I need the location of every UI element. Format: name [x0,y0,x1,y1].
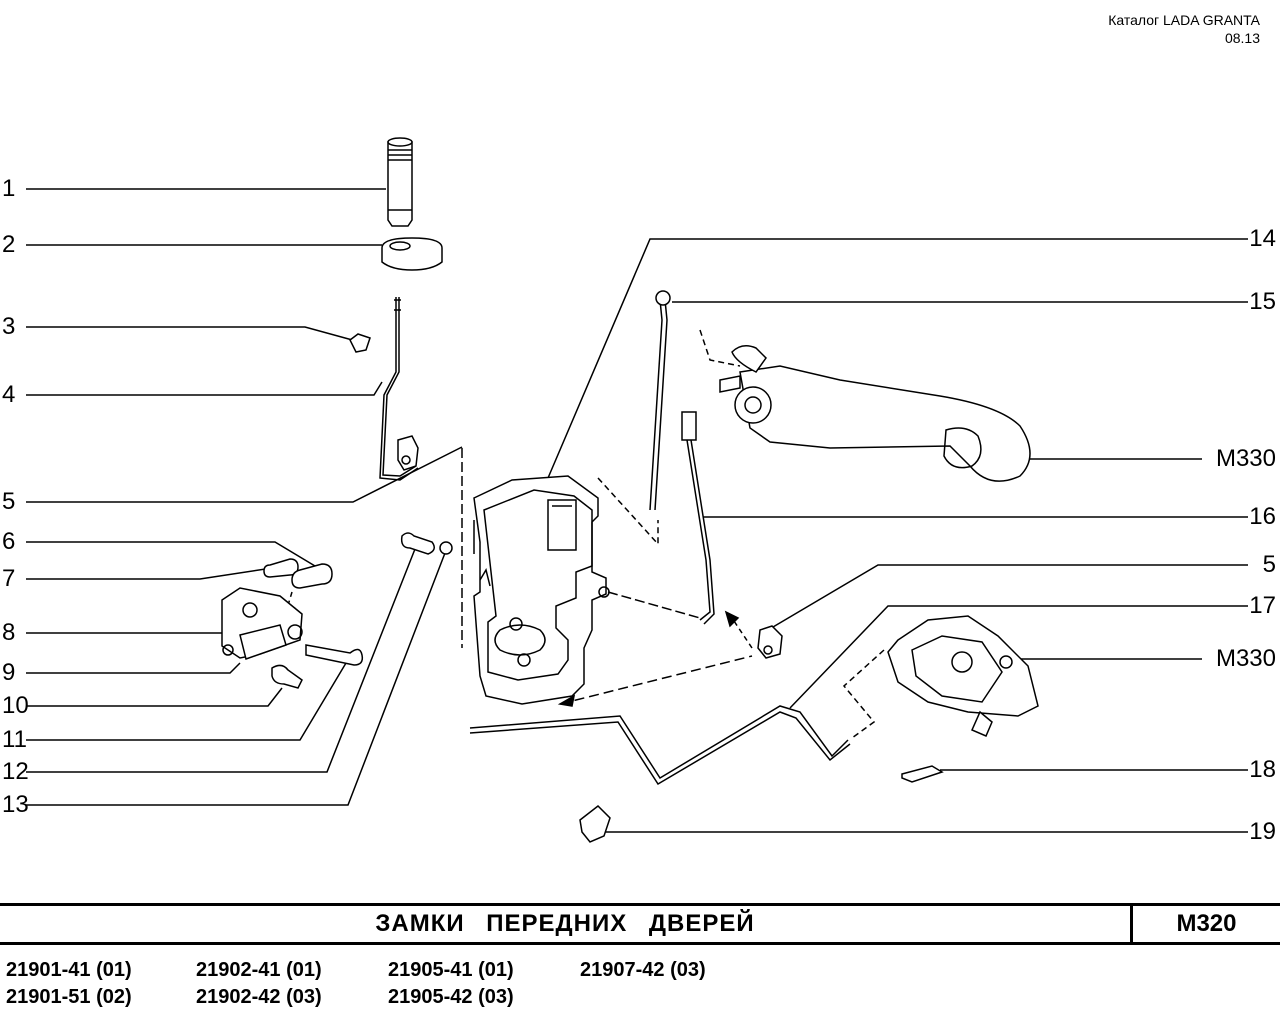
model-code: 21905-42 (03) [388,986,514,1008]
callout-14: 14 [1249,225,1276,252]
callout-15: 15 [1249,288,1276,315]
callout-5-left: 5 [2,488,16,515]
section-code: М320 [1176,910,1237,937]
callout-8: 8 [2,619,16,646]
callout-3: 3 [2,313,16,340]
callout-m330-outer-handle[interactable]: М330 [1215,445,1276,472]
page-title: ЗАМКИ ПЕРЕДНИХ ДВЕРЕЙ [375,910,755,937]
callout-12: 12 [2,758,29,785]
model-code: 21901-41 (01) [6,959,132,981]
model-code: 21901-51 (02) [6,986,132,1008]
callout-2: 2 [2,231,16,258]
callout-5-right: 5 [1262,551,1276,578]
title-divider [1130,906,1133,942]
callout-13: 13 [2,791,29,818]
callout-16: 16 [1249,503,1276,530]
title-bar: ЗАМКИ ПЕРЕДНИХ ДВЕРЕЙ М320 [0,903,1280,945]
model-code: 21907-42 (03) [580,959,706,981]
model-code: 21902-41 (01) [196,959,322,981]
callout-17: 17 [1249,592,1276,619]
callout-18: 18 [1249,756,1276,783]
callout-m330-inner-handle[interactable]: М330 [1215,645,1276,672]
model-code: 21905-41 (01) [388,959,514,981]
callout-11: 11 [2,726,27,753]
callout-1: 1 [2,175,16,202]
callout-9: 9 [2,659,16,686]
callout-4: 4 [2,381,16,408]
callout-19: 19 [1249,818,1276,845]
parts-diagram [26,137,1248,843]
callout-10: 10 [2,692,29,719]
callout-7: 7 [2,565,16,592]
callout-6: 6 [2,528,16,555]
catalog-date: 08.13 [1224,30,1260,46]
catalog-title: Каталог LADA GRANTA [1108,12,1260,28]
model-code: 21902-42 (03) [196,986,322,1008]
